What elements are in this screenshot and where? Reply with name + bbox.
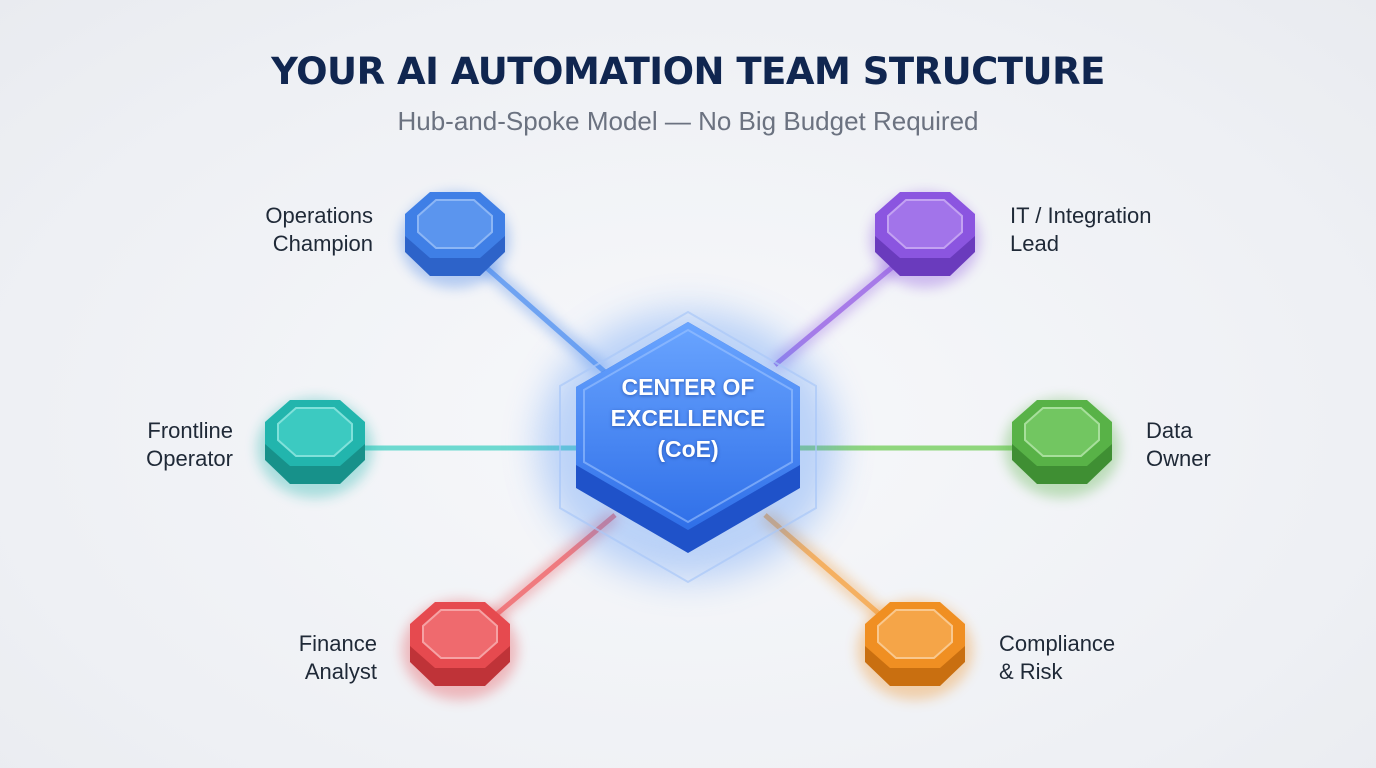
node-compliance-risk — [857, 600, 973, 700]
label-it-integration-lead: IT / Integration Lead — [1010, 202, 1151, 258]
label-line: Operations — [265, 203, 373, 228]
label-finance-analyst: Finance Analyst — [299, 630, 377, 686]
label-line: Operator — [146, 446, 233, 471]
label-operations-champion: Operations Champion — [265, 202, 373, 258]
label-line: Frontline — [147, 418, 233, 443]
page-subtitle: Hub-and-Spoke Model — No Big Budget Requ… — [397, 106, 979, 136]
hub-label-line-3: (CoE) — [657, 436, 719, 462]
label-data-owner: Data Owner — [1146, 417, 1211, 473]
node-frontline-operator — [257, 398, 373, 498]
label-line: Champion — [272, 231, 373, 256]
label-frontline-operator: Frontline Operator — [146, 417, 233, 473]
node-data-owner — [1004, 398, 1120, 498]
node-finance-analyst — [402, 600, 518, 700]
label-compliance-risk: Compliance & Risk — [999, 630, 1115, 686]
label-line: Compliance — [999, 631, 1116, 656]
hub-label-line-1: CENTER OF — [621, 374, 755, 400]
hub-node — [538, 310, 838, 584]
page-title: YOUR AI AUTOMATION TEAM STRUCTURE — [271, 50, 1105, 93]
label-line: & Risk — [999, 659, 1063, 684]
label-line: Data — [1146, 418, 1193, 443]
label-line: Lead — [1010, 231, 1059, 256]
label-line: Owner — [1146, 446, 1211, 471]
node-it-integration-lead — [870, 192, 980, 288]
node-operations-champion — [400, 192, 510, 288]
label-line: Finance — [298, 631, 377, 656]
label-line: Analyst — [304, 659, 377, 684]
hub-label-line-2: EXCELLENCE — [610, 405, 766, 431]
hub-label: CENTER OF EXCELLENCE (CoE) — [578, 372, 798, 465]
label-line: IT / Integration — [1010, 203, 1152, 228]
